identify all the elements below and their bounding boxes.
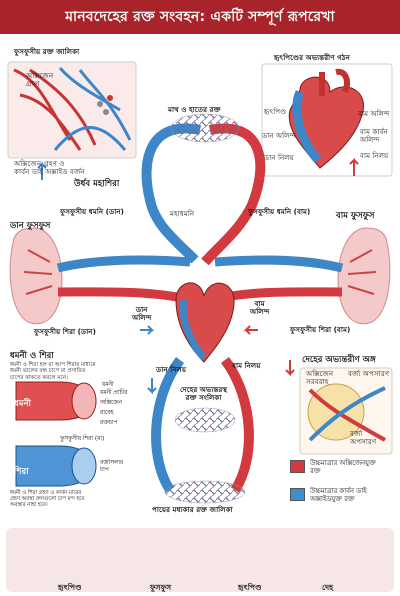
inset-label-heart: হৃৎপিণ্ড <box>264 108 286 116</box>
artery-label: ধমনী <box>14 400 31 410</box>
left-lung-icon <box>338 228 390 324</box>
pulmonary-artery-left-label: ফুসফুসীয় ধমনি (বাম) <box>248 208 310 216</box>
legend-swatch-deoxygenated <box>290 488 305 501</box>
internal-capillary-bed <box>175 408 235 432</box>
oxygen-intake-label: অক্সিজেন গ্রহণ <box>26 72 53 89</box>
waste-removal-top-label: বর্জ্য অপসারণ <box>348 370 389 378</box>
flow-step-heart-return: হৃৎপিণ্ড <box>238 582 262 595</box>
oxygen-supply-label: অক্সিজেন সরবরাহ <box>306 370 333 387</box>
right-lung-icon <box>10 228 62 324</box>
artery-part-label: রাবেহ <box>100 410 113 417</box>
head-capillary-bed <box>171 114 239 142</box>
flow-step-body: দেহ <box>322 582 333 595</box>
vessels-panel-description: ধমনী ও শিরা হল বা আপ শিরার মাধ্যমে ধমনী … <box>10 362 96 381</box>
vessels-panel-footnote: ধমনী ও শিরা গ্রহণ ও কার্বন মারের গ্রহণ অ… <box>10 490 84 508</box>
right-atrium-label: ডান অলিন্দ <box>132 306 151 323</box>
waste-removal-bottom-label: বর্জ্য অপসারণ <box>350 430 376 447</box>
superior-vena-cava-vessel <box>147 128 200 260</box>
vein-part-label: ফুসফুসীয় শিরা (মা) <box>60 436 104 443</box>
pulmonary-vein-right-label: ফুসফুসীয় শিরা (ডান) <box>34 328 96 336</box>
internal-capillary-label: দেহের অভ্যন্তরস্থ রক্ত সংলিকা <box>180 386 227 403</box>
flow-arrow-icon <box>286 360 294 374</box>
artery-part-label: ধমনী <box>102 382 114 389</box>
inset-label-left-ventricle: বাম নিলয় <box>360 152 388 160</box>
inset-label-right-ventricle: ডান নিলয় <box>264 154 294 162</box>
inset-label-left-carbon-atrium: বাম কার্বন অলিন্দ <box>360 128 388 145</box>
pulmonary-capillary-title: ফুসফুসীয় রক্ত জালিকা <box>14 48 79 56</box>
pulmonary-artery-left-vessel <box>215 260 342 268</box>
vein-part-label: বর্জাসলার চাপ <box>100 460 123 473</box>
internal-organs-title: দেহের অভ্যন্তরীণ অঙ্গ <box>302 356 376 366</box>
gas-exchange-label: অক্সিজেন গ্রহণ ও কার্বন ডাই অক্সাইড বর্জ… <box>14 160 85 177</box>
right-ventricle-label: ডান নিলয় <box>156 366 186 374</box>
aorta-label: মহাধমনি <box>170 210 194 218</box>
legend-oxygenated-text: উচ্চমাত্রার অক্সিজেনযুক্ত রক্ত <box>310 460 376 476</box>
right-lung-label: ডান ফুসফুস <box>10 222 50 232</box>
superior-vena-cava-label: উর্ধব মহাশিরা <box>74 180 119 190</box>
pulmonary-vein-right-vessel <box>58 292 192 300</box>
heart-internal-title: হৃৎপিণ্ডের অভ্যন্তরীণ গঠন <box>274 54 350 62</box>
leg-capillary-label: পায়ের মধ্যকার রক্ত জালিকা <box>152 506 233 514</box>
legend-deoxygenated-text: উচ্চমাত্রার কার্বন ডাই অক্সাইডযুক্ত রক্ত <box>310 488 367 504</box>
inset-label-left-atrium: বাম অলিন্দ <box>358 110 390 118</box>
legend-deoxygenated: উচ্চমাত্রার কার্বন ডাই অক্সাইডযুক্ত রক্ত <box>290 488 367 504</box>
head-arm-blood-label: মাথ ও হাতের রক্ত <box>168 106 221 114</box>
flow-step-lungs: ফুসফুস <box>150 582 171 595</box>
artery-part-label: অক্সিজেন <box>100 400 122 407</box>
flow-arrow-icon <box>148 378 156 392</box>
legend-swatch-oxygenated <box>290 460 305 473</box>
aorta-vessel <box>205 128 260 262</box>
flow-arrow-icon <box>246 326 258 334</box>
pulmonary-vein-left-label: ফুসফুসীয় শিরা (বাম) <box>290 326 350 334</box>
artery-part-label: ধমনী প্রাচীর <box>100 390 127 397</box>
vessels-panel-title: ধমনী ও শিরা <box>10 352 54 362</box>
inferior-vena-cava-vessel <box>156 360 180 490</box>
vein-label: শিরা <box>14 468 29 478</box>
artery-part-label: রক্তচাপ <box>100 420 118 427</box>
pulmonary-artery-right-vessel <box>58 260 190 268</box>
leg-capillary-bed <box>165 481 245 503</box>
inset-label-right-atrium: ডান অলিন্দ <box>262 132 295 140</box>
flow-arrow-icon <box>140 326 152 334</box>
molecule-icon <box>103 109 109 115</box>
left-ventricle-label: বাম নিলয় <box>232 362 261 370</box>
left-lung-label: বাম ফুসফুস <box>336 212 375 222</box>
legend-oxygenated: উচ্চমাত্রার অক্সিজেনযুক্ত রক্ত <box>290 460 376 476</box>
left-atrium-label: বাম অলিন্দ <box>250 300 269 317</box>
flow-step-heart: হৃৎপিণ্ড <box>58 582 82 595</box>
pulmonary-artery-right-label: ফুসফুসীয় ধমনি (ডান) <box>60 208 124 216</box>
